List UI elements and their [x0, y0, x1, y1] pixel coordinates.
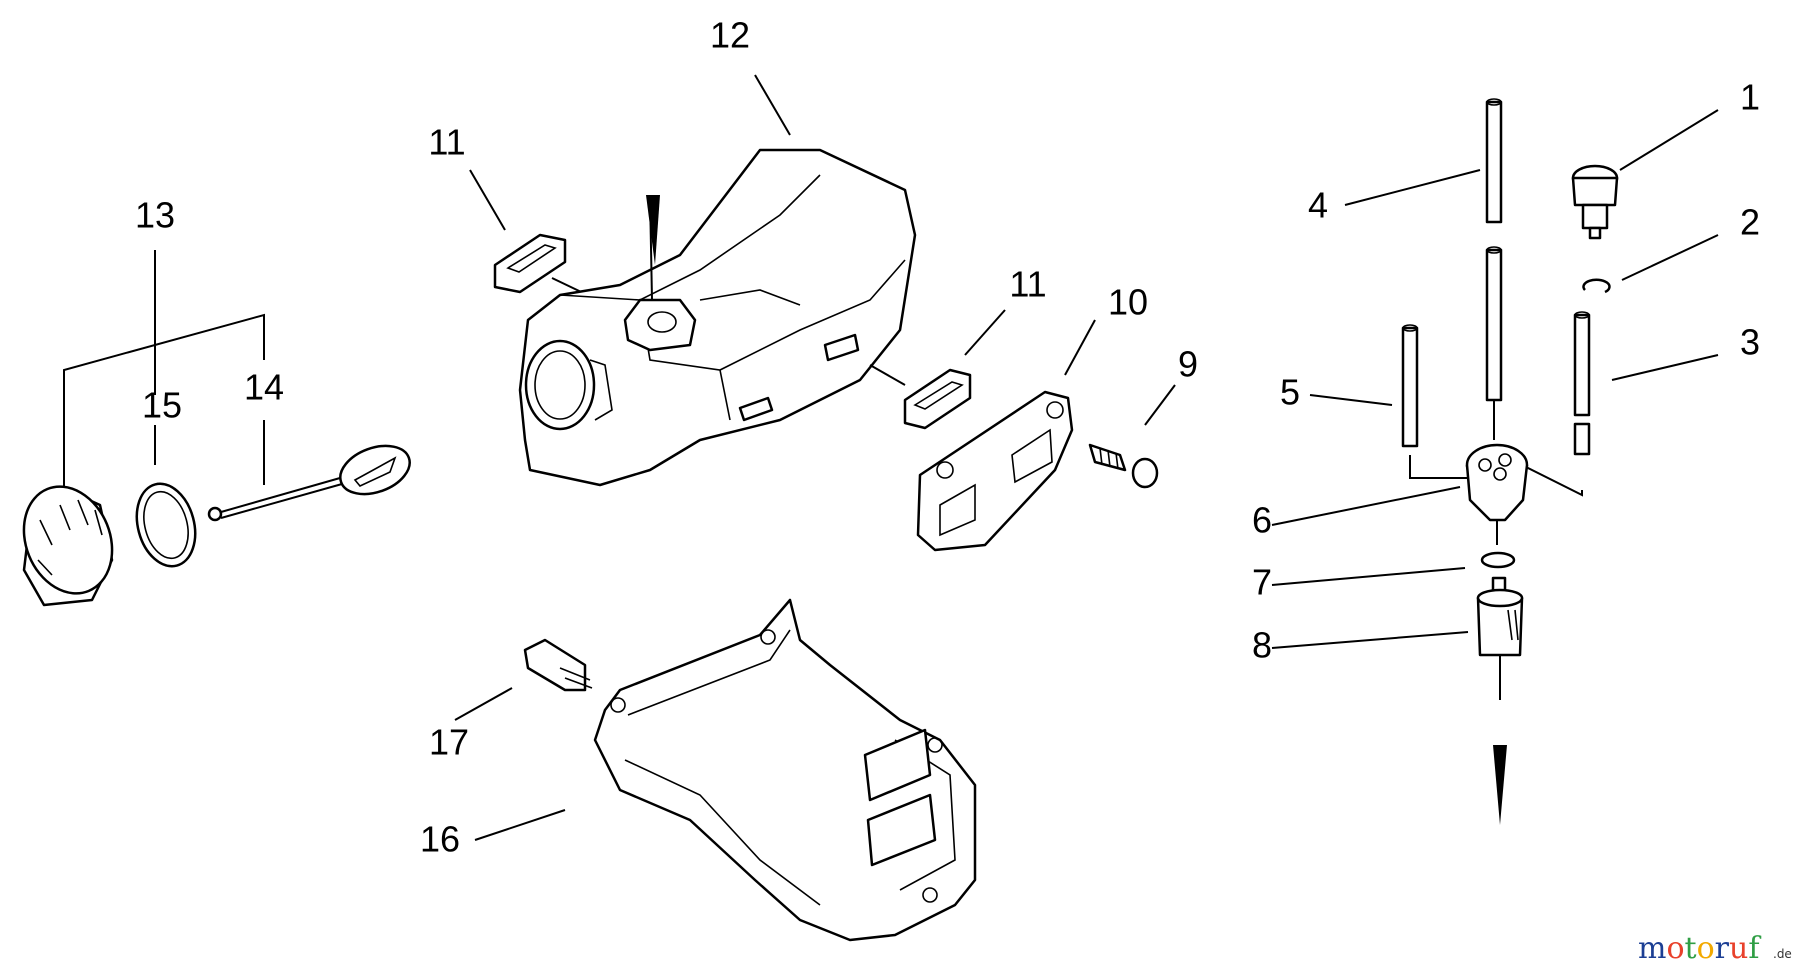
callout-4: 4 — [1308, 185, 1328, 226]
hose-fitting-part — [523, 638, 593, 692]
fuel-filter-part — [1476, 576, 1524, 700]
callout-11-right: 11 — [1009, 264, 1046, 305]
fuel-cap-assembly — [22, 250, 411, 607]
strainer-cord-part — [207, 444, 411, 522]
callout-11-left: 11 — [428, 122, 465, 163]
callout-3: 3 — [1740, 322, 1760, 363]
mount-plate-assembly — [916, 319, 1176, 552]
callout-8: 8 — [1252, 625, 1272, 666]
callout-16: 16 — [420, 819, 460, 860]
gasket-ring-part — [135, 482, 197, 568]
tank-guard-part — [593, 598, 977, 942]
fuel-tank-assembly — [469, 74, 1006, 487]
o-ring-part — [1480, 551, 1516, 569]
flow-arrow-down-icon — [646, 194, 660, 301]
callout-2: 2 — [1740, 202, 1760, 243]
svg-text:motoruf: motoruf — [1638, 931, 1761, 966]
callout-14: 14 — [244, 367, 284, 408]
callout-12: 12 — [710, 15, 750, 56]
callout-17: 17 — [429, 722, 469, 763]
callout-5: 5 — [1280, 372, 1300, 413]
flow-arrow-down-icon — [1493, 745, 1507, 825]
watermark-letter: r — [1715, 931, 1730, 966]
watermark-letter: u — [1729, 931, 1748, 966]
callout-6: 6 — [1252, 500, 1272, 541]
vent-tube-part — [1511, 311, 1591, 497]
bolt-part — [1088, 443, 1159, 489]
watermark-letter: m — [1638, 931, 1666, 966]
fuel-line-assembly — [1271, 98, 1719, 825]
callout-10: 10 — [1108, 282, 1148, 323]
fuel-tube-part — [1485, 98, 1503, 440]
callout-1: 1 — [1740, 77, 1760, 118]
tube-grommet-part — [1465, 443, 1529, 545]
retaining-clip-part — [1582, 278, 1611, 294]
motoruf-watermark-logo: motoruf .de — [1638, 931, 1792, 966]
callout-13: 13 — [135, 195, 175, 236]
tank-vent-part — [1571, 164, 1619, 240]
watermark-letter: o — [1666, 931, 1684, 966]
mounting-plate-part — [916, 390, 1074, 552]
callout-15: 15 — [142, 385, 182, 426]
callout-labels: 1 2 3 4 5 6 7 8 9 10 11 11 12 13 14 15 1… — [135, 15, 1760, 860]
return-tube-part — [1401, 324, 1480, 479]
watermark-letter: f — [1748, 931, 1761, 966]
fuel-tank-part — [518, 148, 917, 487]
callout-7: 7 — [1252, 562, 1272, 603]
callout-9: 9 — [1178, 344, 1198, 385]
grommet-part — [903, 368, 972, 430]
guard-assembly — [454, 598, 977, 942]
watermark-letter: t — [1685, 931, 1697, 966]
fuel-cap-part — [22, 485, 114, 607]
grommet-part — [493, 233, 567, 294]
watermark-letter: o — [1697, 931, 1715, 966]
watermark-tld: .de — [1773, 947, 1792, 961]
